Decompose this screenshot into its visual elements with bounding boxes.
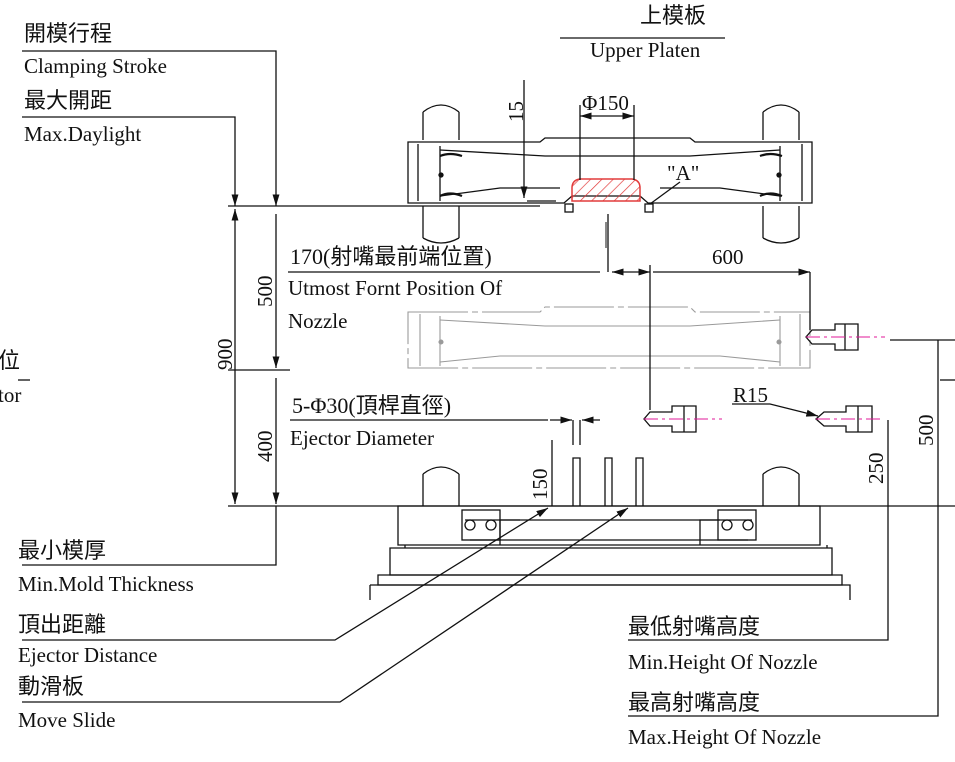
nozzle-position-zh: 170(射嘴最前端位置) (290, 244, 492, 269)
ejector-distance-en: Ejector Distance (18, 643, 158, 667)
dim-150: 150 (528, 468, 552, 501)
dim-400: 400 (253, 430, 277, 463)
ejector-distance-zh: 頂出距離 (18, 612, 107, 637)
left-cut-zh: 位 (0, 348, 21, 373)
ejector-diameter-en: Ejector Diameter (290, 426, 435, 450)
min-mold-en: Min.Mold Thickness (18, 572, 194, 596)
nozzles (643, 323, 873, 433)
clamping-stroke-en: Clamping Stroke (24, 54, 167, 78)
move-slide-zh: 動滑板 (18, 674, 85, 699)
dimension-lines (18, 37, 955, 717)
max-daylight-zh: 最大開距 (24, 88, 113, 113)
dim-phi150: Φ150 (582, 91, 629, 115)
dim-500-left: 500 (253, 275, 277, 308)
lower-platen (369, 457, 851, 600)
center-lines (605, 222, 885, 420)
dim-250: 250 (864, 452, 888, 485)
dim-15: 15 (504, 101, 528, 122)
dim-900: 900 (213, 338, 237, 371)
upper-platen-zh: 上模板 (640, 3, 707, 28)
move-slide-en: Move Slide (18, 708, 116, 732)
ejector-diameter-zh: 5-Φ30(頂桿直徑) (292, 393, 452, 418)
dim-r15: R15 (733, 383, 769, 407)
nozzle-position-en2: Nozzle (288, 309, 348, 333)
dim-600: 600 (712, 245, 744, 269)
max-nozzle-en: Max.Height Of Nozzle (628, 725, 822, 749)
dim-500-right: 500 (914, 414, 938, 447)
upper-platen (407, 104, 813, 244)
min-mold-zh: 最小模厚 (18, 538, 107, 563)
clamping-stroke-zh: 開模行程 (24, 21, 113, 46)
max-nozzle-zh: 最高射嘴高度 (628, 690, 761, 715)
detail-a: "A" (667, 161, 700, 185)
upper-platen-en: Upper Platen (590, 38, 701, 62)
ghost-platen (407, 306, 811, 369)
max-daylight-en: Max.Daylight (24, 122, 142, 146)
min-nozzle-en: Min.Height Of Nozzle (628, 650, 818, 674)
min-nozzle-zh: 最低射嘴高度 (628, 614, 761, 639)
left-cut-en: tor (0, 383, 22, 407)
nozzle-position-en: Utmost Fornt Position Of (288, 276, 503, 300)
